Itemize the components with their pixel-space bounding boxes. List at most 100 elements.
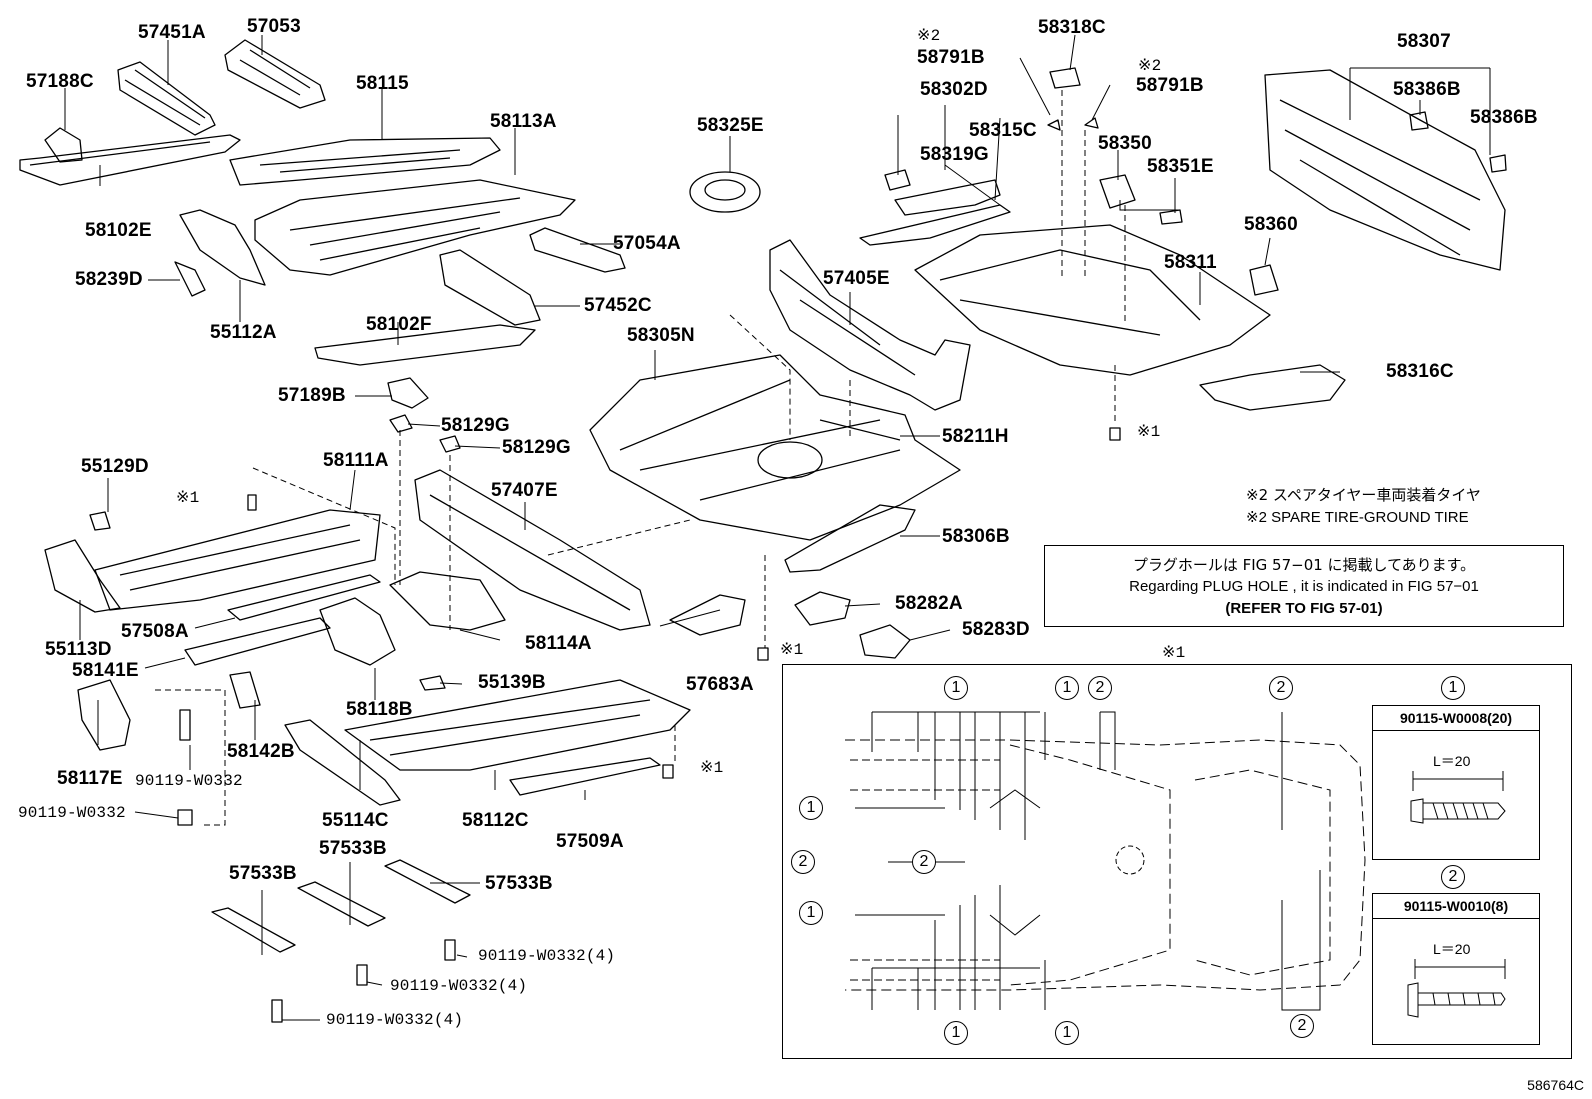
- spec-2-part-number: 90115-W0010(8): [1373, 894, 1539, 919]
- label-58311: 58311: [1164, 252, 1217, 273]
- marker-2: 2: [1441, 865, 1465, 889]
- part-58112c: [344, 679, 691, 771]
- part-57683a: [669, 594, 746, 636]
- label-90119-w0332-1: 90119-W0332: [135, 772, 243, 790]
- label-57189b: 57189B: [278, 385, 346, 406]
- inset-floor-plan: [782, 664, 1572, 1059]
- label-90119-w0332-2: 90119-W0332: [18, 804, 126, 822]
- part-58117e: [77, 679, 131, 751]
- label-58325e: 58325E: [697, 115, 764, 136]
- part-57508a: [227, 574, 381, 621]
- label-57533b-2: 57533B: [319, 838, 387, 859]
- part-58316c: [1199, 364, 1346, 411]
- part-55112a: [179, 209, 266, 286]
- ref-mark-4: ※1: [1137, 423, 1161, 441]
- label-58350: 58350: [1098, 133, 1152, 154]
- spec-90115-w0008: 90115-W0008(20) L＝20: [1372, 705, 1540, 860]
- bolt-icon: [1410, 771, 1506, 824]
- label-58351e: 58351E: [1147, 156, 1214, 177]
- marker-1: 1: [799, 901, 823, 925]
- label-58102e: 58102E: [85, 220, 152, 241]
- part-58305n: [589, 354, 961, 541]
- label-57533b-3: 57533B: [485, 873, 553, 894]
- part-58102e: [19, 134, 241, 186]
- part-55139b: [419, 675, 446, 691]
- label-58102f: 58102F: [366, 314, 432, 335]
- part-58118b: [319, 597, 396, 666]
- label-58283d: 58283D: [962, 619, 1030, 640]
- part-57405e: [769, 239, 971, 411]
- part-58113a: [254, 179, 576, 276]
- spec-1-part-number: 90115-W0008(20): [1373, 706, 1539, 731]
- part-57053: [224, 39, 326, 109]
- part-55113d: [44, 539, 121, 613]
- part-57533b-1: [211, 907, 296, 953]
- label-58141e: 58141E: [72, 660, 139, 681]
- label-58315c: 58315C: [969, 120, 1037, 141]
- spec-2-length: L＝20: [1433, 941, 1471, 957]
- label-57053: 57053: [247, 16, 301, 37]
- note-jp: プラグホールは FIG 57−01 に掲載してあります。: [1132, 556, 1476, 574]
- label-58316c: 58316C: [1386, 361, 1454, 382]
- label-58386b-1: 58386B: [1393, 79, 1461, 100]
- label-55129d: 55129D: [81, 456, 149, 477]
- part-58315c: [859, 204, 1011, 246]
- part-58360: [1249, 264, 1279, 296]
- legend-jp: ※2 スペアタイヤー車両装着タイヤ: [1246, 486, 1481, 504]
- note-en: Regarding PLUG HOLE , it is indicated in…: [1129, 578, 1479, 595]
- note-ref: (REFER TO FIG 57-01): [1225, 600, 1383, 617]
- legend-en: ※2 SPARE TIRE-GROUND TIRE: [1246, 509, 1469, 526]
- marker-2: 2: [1088, 676, 1112, 700]
- label-58319g: 58319G: [920, 144, 989, 165]
- marker-2: 2: [1269, 676, 1293, 700]
- ref-mark-6: ※2: [917, 27, 941, 45]
- part-58111a: [94, 509, 381, 611]
- part-58239d: [174, 261, 206, 297]
- label-58306b: 58306B: [942, 526, 1010, 547]
- label-57683a: 57683A: [686, 674, 754, 695]
- marker-1: 1: [944, 676, 968, 700]
- label-58305n: 58305N: [627, 325, 695, 346]
- part-58319g: [894, 179, 1001, 216]
- label-57405e: 57405E: [823, 268, 890, 289]
- marker-2: 2: [912, 850, 936, 874]
- label-58118b: 58118B: [346, 699, 413, 720]
- part-58325e: [689, 171, 761, 213]
- label-58211h: 58211H: [942, 426, 1009, 447]
- label-58129g-2: 58129G: [502, 437, 571, 458]
- part-58102f: [314, 324, 536, 366]
- bolt-icon: [1407, 959, 1506, 1018]
- label-58386b-2: 58386B: [1470, 107, 1538, 128]
- label-58239d: 58239D: [75, 269, 143, 290]
- label-57452c: 57452C: [584, 295, 652, 316]
- part-58386b: [1409, 111, 1429, 131]
- label-57188c: 57188C: [26, 71, 94, 92]
- part-57533b-3: [384, 859, 471, 904]
- label-58302d: 58302D: [920, 79, 988, 100]
- label-57509a: 57509A: [556, 831, 624, 852]
- part-58351e: [1159, 209, 1183, 225]
- label-57508a: 57508A: [121, 621, 189, 642]
- ref-mark-7: ※2: [1138, 57, 1162, 75]
- part-57188c: [44, 127, 83, 163]
- label-58112c: 58112C: [462, 810, 529, 831]
- label-57451a: 57451A: [138, 22, 206, 43]
- part-58306b: [784, 504, 916, 573]
- label-55113d: 55113D: [45, 639, 112, 660]
- marker-2: 2: [1290, 1014, 1314, 1038]
- label-58117e: 58117E: [57, 768, 123, 789]
- label-58115: 58115: [356, 73, 409, 94]
- part-57509a: [509, 757, 661, 796]
- part-58141e: [184, 617, 331, 666]
- plug-hole-note: プラグホールは FIG 57−01 に掲載してあります。 Regarding P…: [1044, 545, 1564, 627]
- part-57533b-2: [297, 881, 386, 927]
- label-57533b-1: 57533B: [229, 863, 297, 884]
- part-55129d: [89, 511, 111, 531]
- part-58115: [229, 137, 501, 186]
- marker-1: 1: [1055, 676, 1079, 700]
- label-55112a: 55112A: [210, 322, 277, 343]
- label-58129g-1: 58129G: [441, 415, 510, 436]
- marker-1: 1: [799, 796, 823, 820]
- ref-mark-5: ※1: [1162, 644, 1186, 662]
